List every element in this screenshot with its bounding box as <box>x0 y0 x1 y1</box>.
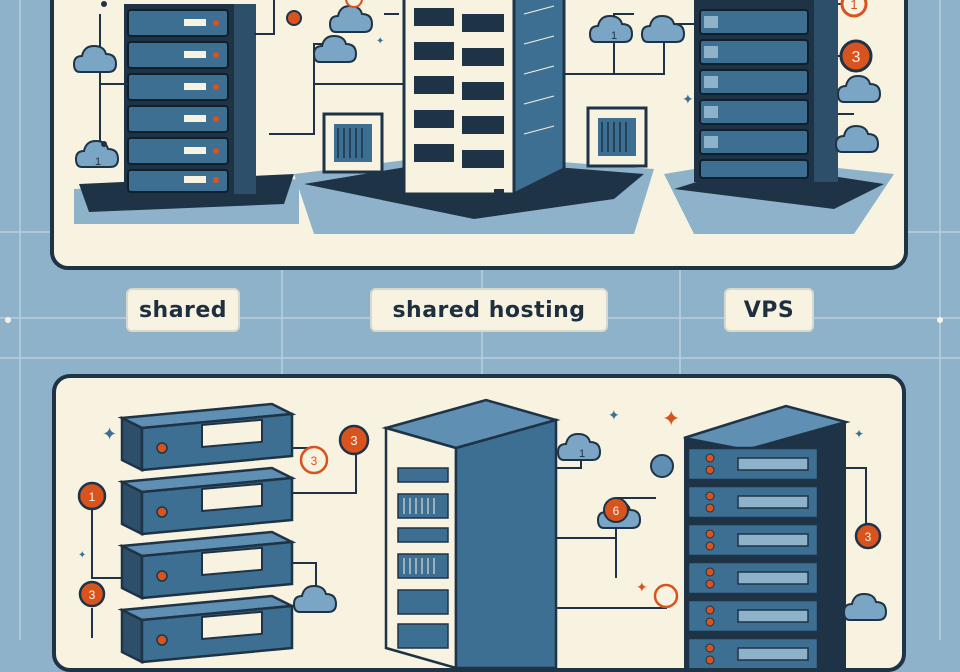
left-server-stack <box>120 402 294 664</box>
sparkle-icon: ✦ <box>636 579 648 595</box>
orange-node-icon <box>78 580 106 608</box>
sparkle-icon: ✦ <box>682 91 694 107</box>
orange-node-icon <box>839 39 873 73</box>
label-shared: shared <box>126 288 240 332</box>
badge-bottom-left-1: 1 <box>89 490 96 504</box>
badge-bottom-left-4: 3 <box>350 433 357 448</box>
bottom-hosting-panel: 1 3 3 3 ✦ ✦ <box>52 374 906 672</box>
center-server-tower <box>294 0 654 234</box>
top-hosting-panel: 1 <box>50 0 908 270</box>
orange-node-icon <box>299 445 329 475</box>
sparkle-icon: ✦ <box>608 407 620 423</box>
left-server-rack <box>74 4 299 224</box>
badge-bottom-right-1: 6 <box>613 504 620 518</box>
right-server-rack <box>664 0 894 234</box>
label-shared-hosting: shared hosting <box>370 288 608 332</box>
orange-node-icon <box>653 583 679 609</box>
sparkle-icon: ✦ <box>78 550 86 561</box>
sparkle-icon: ✦ <box>854 427 864 441</box>
cloud-icon <box>835 125 879 153</box>
orange-node-icon <box>77 481 107 511</box>
cloud-icon <box>313 35 357 63</box>
cloud-icon <box>641 15 685 43</box>
badge-bottom-left-3: 3 <box>311 454 318 468</box>
sparkle-icon: ✦ <box>102 424 117 444</box>
orange-node-icon <box>854 522 882 550</box>
sparkle-icon: ✦ <box>376 36 384 47</box>
side-storage-box-right <box>586 106 648 168</box>
badge-right-1: 1 <box>850 0 857 12</box>
cloud-icon <box>843 593 887 621</box>
badge-right-3: 3 <box>852 49 861 66</box>
orange-node-icon <box>840 0 868 18</box>
orange-node-icon <box>338 424 370 456</box>
orange-node-icon <box>286 10 302 26</box>
cloud-icon <box>293 585 337 613</box>
badge-bottom-right-2: 3 <box>865 530 872 544</box>
badge-center-cloud: 1 <box>611 30 617 42</box>
badge-bottom-center-cloud: 1 <box>579 448 585 460</box>
badge-left-cloud: 1 <box>95 156 101 168</box>
label-vps: VPS <box>724 288 814 332</box>
center-connectors <box>556 456 667 609</box>
orange-node-icon <box>345 0 363 8</box>
badge-bottom-left-2: 3 <box>89 588 96 602</box>
sparkle-icon: ✦ <box>662 406 680 431</box>
blue-node-icon <box>650 454 674 478</box>
orange-node-icon <box>603 497 629 523</box>
cloud-icon <box>837 75 881 103</box>
right-server-rack <box>683 404 851 668</box>
center-server-tower <box>381 398 561 668</box>
side-storage-box-left <box>322 112 384 174</box>
cloud-icon <box>73 45 117 73</box>
left-cloud-connectors <box>99 0 275 144</box>
cloud-icon <box>329 5 373 33</box>
